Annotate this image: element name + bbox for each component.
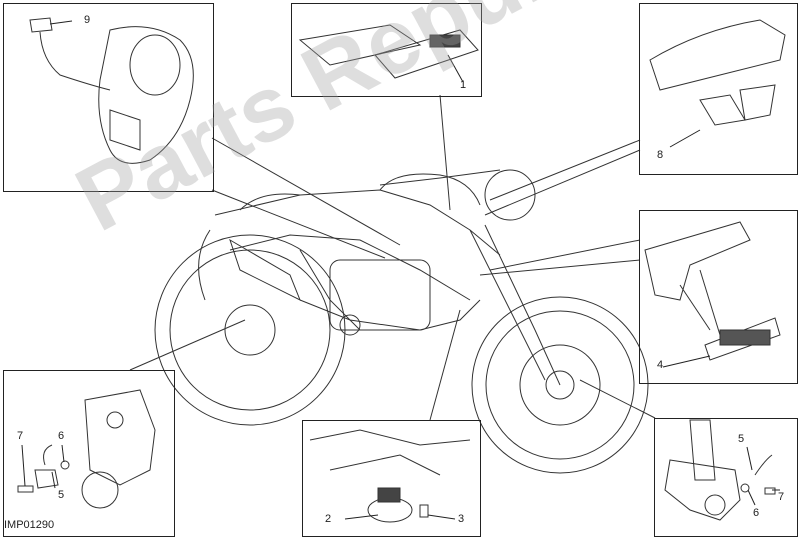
inset-regulator: [639, 210, 798, 384]
callout-6-right: 6: [753, 507, 760, 519]
inset-horn: [302, 420, 481, 537]
callout-2: 2: [325, 513, 332, 525]
callout-6-left: 6: [58, 430, 65, 442]
inset-rear-caliper: [3, 370, 175, 537]
callout-8: 8: [657, 149, 664, 161]
inset-throttle-body: [3, 3, 214, 192]
inset-ecu: [291, 3, 482, 97]
callout-3: 3: [458, 513, 465, 525]
callout-7-left: 7: [17, 430, 24, 442]
callout-7-right: 7: [778, 491, 785, 503]
callout-5-right: 5: [738, 433, 745, 445]
callout-4: 4: [657, 359, 664, 371]
callout-1: 1: [460, 79, 467, 91]
callout-9: 9: [84, 14, 91, 26]
diagram-code: IMP01290: [4, 519, 55, 531]
callout-5-left: 5: [58, 489, 65, 501]
inset-front-fork: [654, 418, 798, 537]
inset-bracket: [639, 3, 798, 175]
